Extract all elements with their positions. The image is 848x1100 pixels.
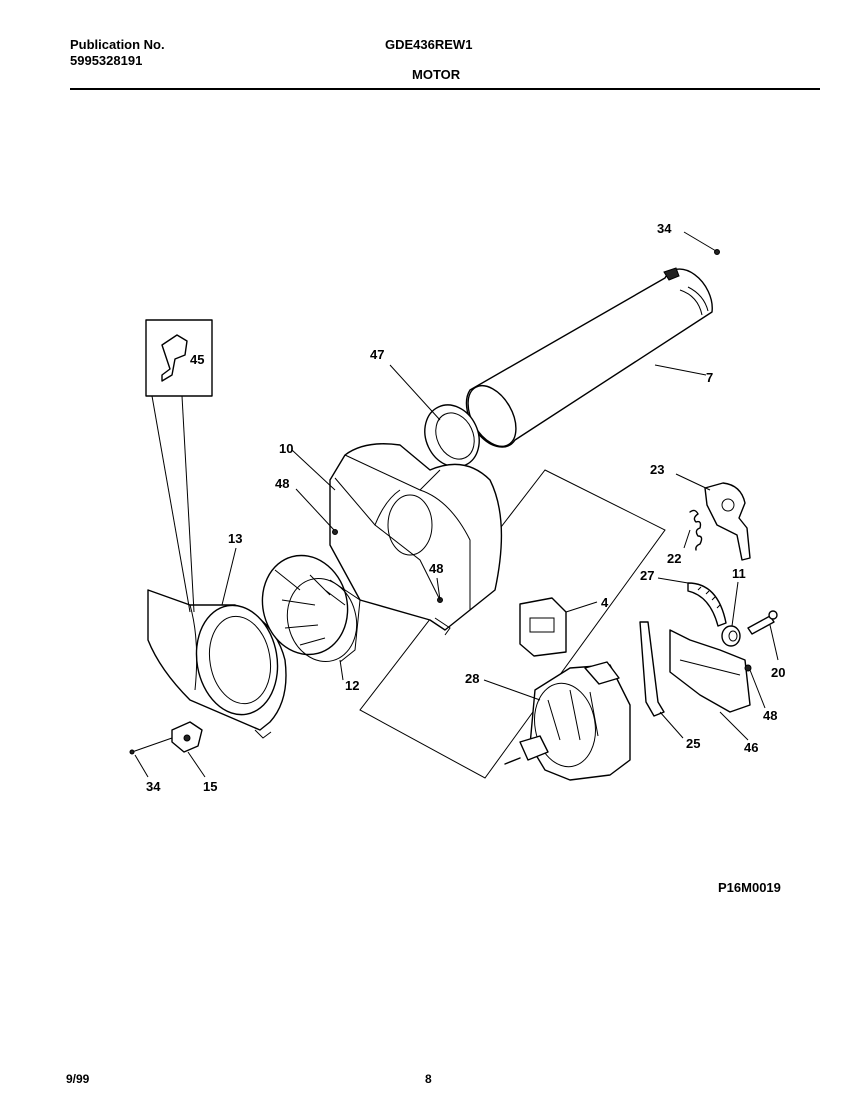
label-part-13: 13 [228,531,242,546]
label-part-23: 23 [650,462,664,477]
part-10-blower-housing [329,443,503,636]
publication-number: 5995328191 [70,53,143,68]
model-number: GDE436REW1 [385,37,473,52]
label-part-47: 47 [370,347,384,362]
footer-date: 9/99 [66,1072,90,1086]
section-title: MOTOR [412,67,461,82]
label-part-22: 22 [667,551,681,566]
label-part-25: 25 [686,736,700,751]
label-part-48-right: 48 [763,708,777,723]
part-27-idler-arm [687,582,727,627]
label-part-7: 7 [706,370,713,385]
leader-lines [134,231,779,778]
part-28-motor [504,661,631,781]
label-part-12: 12 [345,678,359,693]
label-part-28: 28 [465,671,479,686]
label-part-20: 20 [771,665,785,680]
label-part-34-bottom: 34 [146,779,161,794]
part-11-idler-pulley [721,625,741,647]
publication-label: Publication No. [70,37,165,52]
header-rule [70,88,820,90]
label-part-45: 45 [190,352,204,367]
part-12-blower-wheel [261,554,361,663]
part-15-thermostat [129,721,203,755]
label-part-11: 11 [732,566,746,581]
label-part-46: 46 [744,740,758,755]
label-part-48-left: 48 [275,476,289,491]
page-number: 8 [425,1072,432,1086]
label-part-15: 15 [203,779,217,794]
figure-id: P16M0019 [718,880,781,895]
part-45-inset [145,319,213,613]
part-25-clip [639,621,665,717]
part-4-mount [519,597,567,657]
label-part-34-top: 34 [657,221,672,236]
part-48-screw-a [332,529,338,535]
part-46-motor-bracket [669,629,752,713]
part-20-bolt [747,610,778,635]
label-part-27: 27 [640,568,654,583]
label-part-4: 4 [601,595,609,610]
part-13-blower-cover [147,589,287,739]
label-part-48-center: 48 [429,561,443,576]
part-22-spring [689,509,703,551]
part-7-exhaust-duct [465,267,713,448]
assembly-plane [359,469,666,779]
label-part-10: 10 [279,441,293,456]
part-23-switch [704,482,751,561]
